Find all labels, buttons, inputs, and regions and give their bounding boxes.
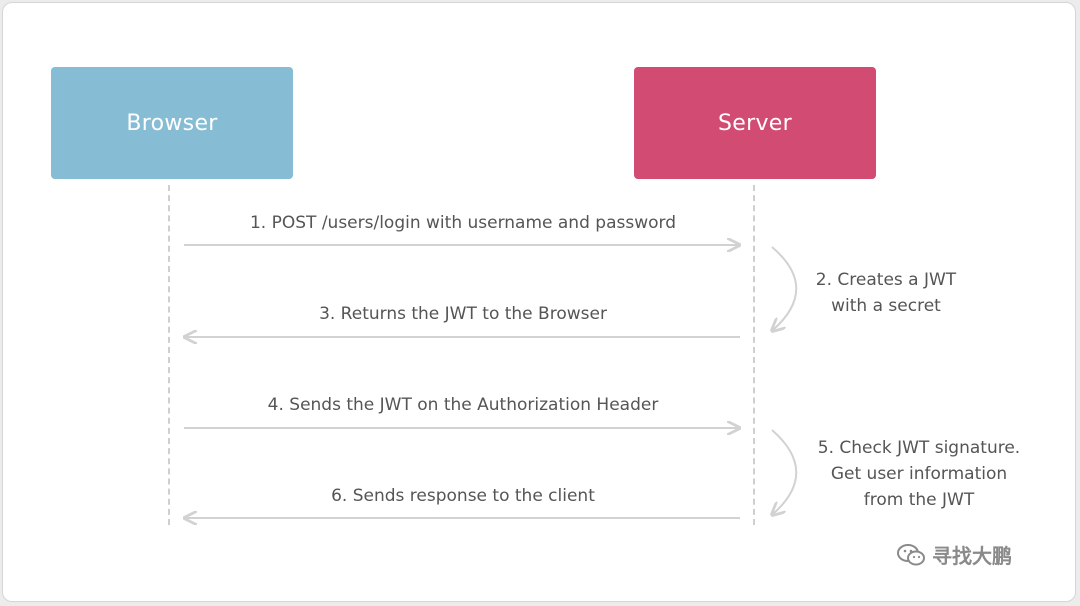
message-label-3: 3. Returns the JWT to the Browser [319,304,607,324]
note-step-2-line-1: 2. Creates a JWT [815,270,957,290]
note-step-5-line-3: from the JWT [863,490,975,510]
browser-actor-label: Browser [126,110,218,136]
wechat-icon [897,543,925,565]
watermark-text: 寻找大鹏 [932,544,1012,568]
server-actor: Server [634,67,876,179]
self-arrow-5 [772,429,798,514]
browser-lifeline [168,185,170,525]
note-step-5-line-1: 5. Check JWT signature. [817,438,1021,458]
watermark: 寻找大鹏 [896,540,1012,569]
message-label-4: 4. Sends the JWT on the Authorization He… [267,395,659,415]
note-step-2-line-2: with a secret [831,296,941,316]
server-lifeline [753,185,755,525]
browser-actor: Browser [51,67,293,179]
server-actor-label: Server [718,110,792,136]
note-step-5: 5. Check JWT signature. Get user informa… [806,435,1032,513]
message-label-1: 1. POST /users/login with username and p… [249,213,676,233]
note-step-5-line-2: Get user information [830,464,1008,484]
self-arrow-2 [772,246,798,330]
note-step-2: 2. Creates a JWT with a secret [800,267,972,319]
message-label-6: 6. Sends response to the client [331,486,595,506]
